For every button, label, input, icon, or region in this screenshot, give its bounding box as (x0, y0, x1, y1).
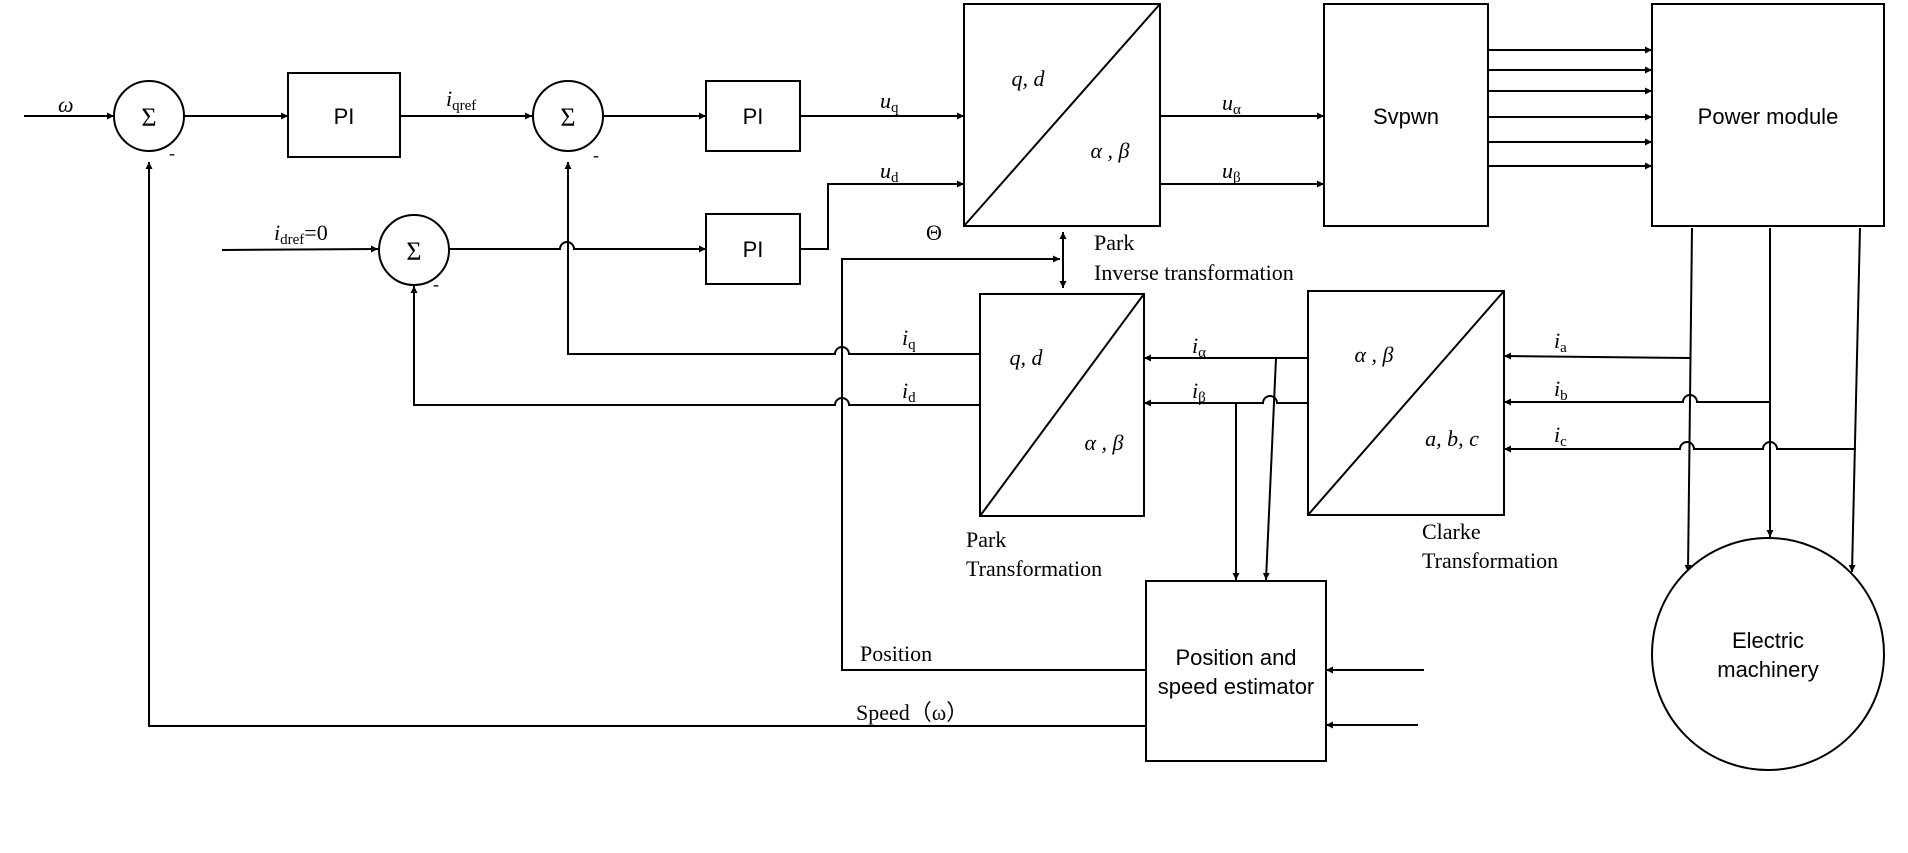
signal-labels: ω iqref idref=0 uq ud uα uβ Θ Park Inver… (58, 86, 1568, 725)
sum-symbol: Σ (560, 103, 575, 132)
label-clarke-line1: Clarke (1422, 519, 1481, 544)
park-top-label: q, d (1010, 345, 1044, 370)
label-ubeta: uβ (1222, 158, 1241, 186)
label-park-inverse-line1: Park (1094, 230, 1134, 255)
minus-sign: - (169, 143, 175, 163)
label-park-inverse-line2: Inverse transformation (1094, 260, 1294, 285)
label-ualpha: uα (1222, 90, 1241, 118)
wire-ib (1504, 394, 1770, 406)
wire-iq-feedback (564, 162, 980, 355)
label-uq: uq (880, 88, 899, 116)
clarke-block: α , β a, b, c (1307, 290, 1505, 516)
sum-junction-d: Σ - (378, 214, 450, 294)
wire-id-feedback (410, 286, 980, 406)
pi-d-label: PI (743, 237, 764, 262)
sum-symbol: Σ (406, 237, 421, 266)
label-iq: iq (902, 325, 916, 353)
wire-ud (800, 180, 964, 250)
label-ic: ic (1554, 422, 1567, 450)
inverse-park-bottom-label: α , β (1090, 138, 1129, 163)
label-speed: Speed（ω） (856, 700, 968, 725)
label-ib: ib (1554, 376, 1568, 404)
label-ialpha: iα (1192, 333, 1206, 361)
machine-label-line1: Electric (1732, 628, 1804, 653)
sum-symbol: Σ (141, 103, 156, 132)
wire-sum3-pid (448, 241, 706, 253)
wire-phase-c (1848, 227, 1861, 573)
pi-speed-label: PI (334, 104, 355, 129)
label-iqref: iqref (446, 86, 476, 114)
wire-phase-a (1684, 227, 1693, 573)
label-omega: ω (58, 92, 74, 117)
label-id: id (902, 378, 916, 406)
clarke-bottom-label: a, b, c (1425, 426, 1479, 451)
electric-machinery: Electric machinery (1651, 537, 1885, 771)
inverse-park-block: q, d α , β (963, 3, 1161, 227)
inverse-park-top-label: q, d (1012, 66, 1046, 91)
machine-label-line2: machinery (1717, 657, 1818, 682)
wire-ibeta (1144, 395, 1308, 407)
label-park-line2: Transformation (966, 556, 1102, 581)
wires (24, 46, 1861, 729)
power-module-label: Power module (1698, 104, 1839, 129)
wire-ialpha-to-estimator (1262, 357, 1277, 581)
label-park-line1: Park (966, 527, 1006, 552)
minus-sign: - (433, 274, 439, 294)
wire-ia (1503, 352, 1691, 360)
minus-sign: - (593, 145, 599, 165)
label-clarke-line2: Transformation (1422, 548, 1558, 573)
park-block: q, d α , β (979, 293, 1145, 517)
clarke-top-label: α , β (1354, 342, 1393, 367)
label-theta: Θ (926, 220, 942, 245)
svpwm-block: Svpwn (1323, 3, 1489, 227)
label-ud: ud (880, 158, 899, 186)
pi-q-label: PI (743, 104, 764, 129)
sum-junction-speed: Σ - (113, 80, 185, 163)
position-speed-estimator-block: Position and speed estimator (1145, 580, 1327, 762)
wire-position (841, 255, 1146, 671)
label-ia: ia (1554, 328, 1567, 356)
label-position: Position (860, 641, 932, 666)
pi-speed-controller: PI (287, 72, 401, 158)
wire-speed-feedback (145, 162, 1146, 727)
wire-idref-in (221, 245, 379, 253)
estimator-label-line2: speed estimator (1158, 674, 1315, 699)
svpwm-label: Svpwn (1373, 104, 1439, 129)
wire-ic (1504, 441, 1856, 453)
sum-junction-q: Σ - (532, 80, 604, 165)
label-idref: idref=0 (274, 220, 328, 248)
estimator-label-line1: Position and (1175, 645, 1296, 670)
pi-q-controller: PI (705, 80, 801, 152)
pi-d-controller: PI (705, 213, 801, 285)
label-ibeta: iβ (1192, 378, 1206, 406)
park-bottom-label: α , β (1084, 430, 1123, 455)
power-module-block: Power module (1651, 3, 1885, 227)
